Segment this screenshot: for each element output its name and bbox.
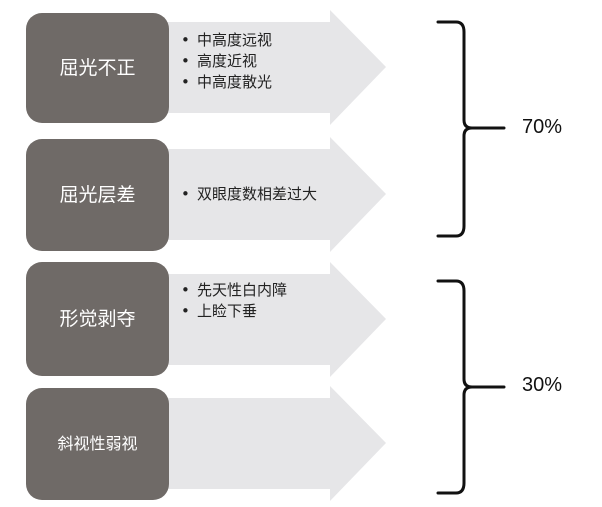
- bullet-list: •双眼度数相差过大: [181, 184, 317, 205]
- group-row: 屈光不正 •中高度远视 •高度近视 •中高度散光: [0, 10, 602, 125]
- category-box: 屈光层差: [26, 139, 169, 251]
- bullet-icon: •: [181, 73, 190, 91]
- percent-label: 70%: [522, 116, 563, 138]
- group-row: 斜视性弱视: [0, 386, 602, 501]
- arrow-shape: [150, 137, 386, 252]
- category-label: 屈光不正: [59, 56, 136, 79]
- list-item: •中高度远视: [181, 31, 273, 49]
- category-label: 形觉剥夺: [59, 307, 136, 330]
- arrow-shape: [150, 386, 386, 501]
- percent-label: 30%: [522, 374, 563, 396]
- group-row: 屈光层差 •双眼度数相差过大: [0, 137, 602, 252]
- list-item: •高度近视: [181, 52, 258, 70]
- category-label: 屈光层差: [59, 183, 136, 206]
- list-item: •上睑下垂: [181, 302, 258, 320]
- bullet-list: •先天性白内障 •上睑下垂: [181, 280, 287, 322]
- bullet-icon: •: [181, 302, 190, 320]
- curly-brace-bracket: [436, 279, 506, 495]
- category-box: 斜视性弱视: [26, 388, 169, 500]
- bullet-icon: •: [181, 31, 190, 49]
- list-item: •中高度散光: [181, 73, 273, 91]
- group-row: 形觉剥夺 •先天性白内障 •上睑下垂: [0, 262, 602, 377]
- category-label: 斜视性弱视: [57, 434, 138, 454]
- bullet-list: •中高度远视 •高度近视 •中高度散光: [181, 30, 272, 93]
- arrow-shape: [150, 10, 386, 125]
- bullet-icon: •: [181, 281, 190, 299]
- category-box: 形觉剥夺: [26, 262, 169, 376]
- curly-brace-bracket: [436, 20, 506, 238]
- category-box: 屈光不正: [26, 13, 169, 123]
- arrow-shape: [150, 262, 386, 377]
- list-item: •双眼度数相差过大: [181, 185, 318, 203]
- bullet-icon: •: [181, 185, 190, 203]
- bullet-icon: •: [181, 52, 190, 70]
- list-item: •先天性白内障: [181, 281, 288, 299]
